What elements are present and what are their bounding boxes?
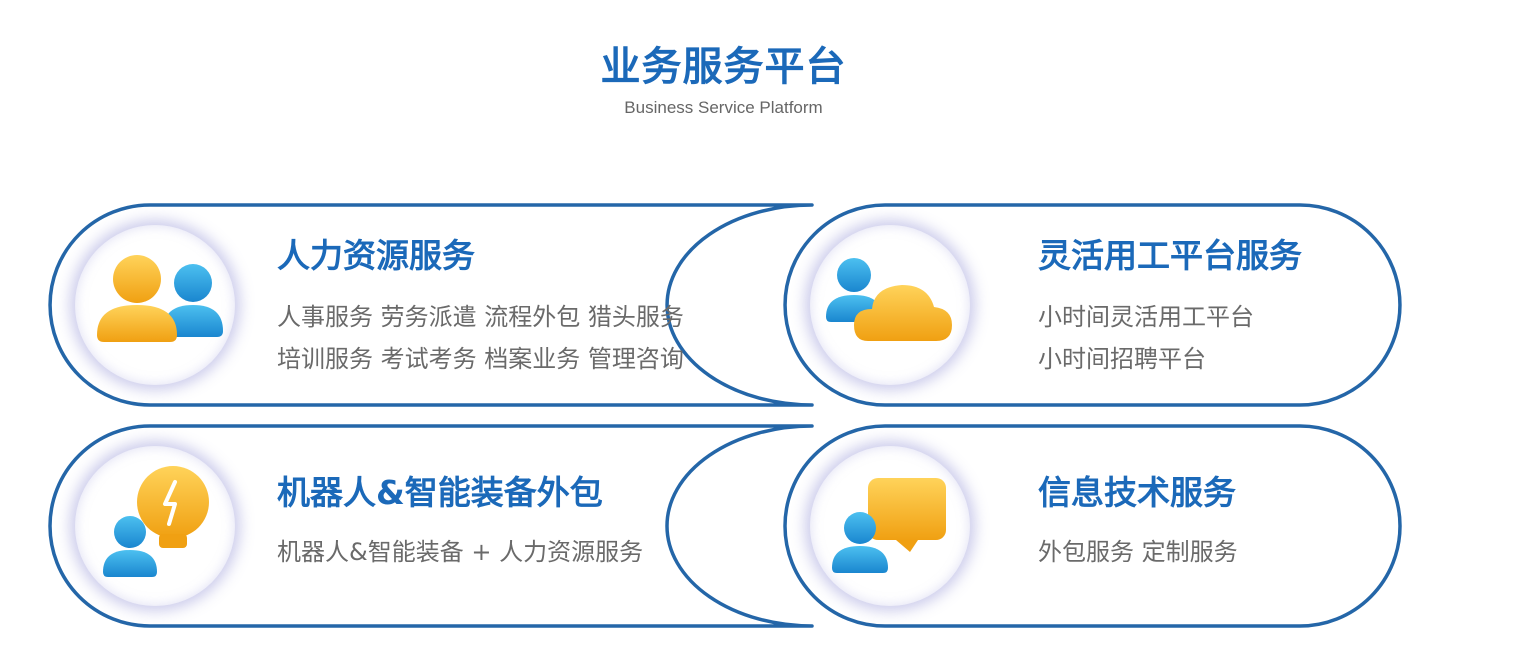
- card-robot[interactable]: 机器人&智能装备外包 机器人&智能装备 + 人力资源服务: [277, 473, 643, 573]
- card-icon-circle: [810, 446, 970, 606]
- people-icon: [97, 255, 223, 342]
- card-icon-circle: [75, 446, 235, 606]
- card-icon-circle: [75, 225, 235, 385]
- page-title: 业务服务平台: [600, 44, 847, 90]
- person-monitor-icon: [832, 478, 946, 573]
- card-line: 小时间灵活用工平台: [1038, 303, 1254, 331]
- card-icon-circle: [810, 225, 970, 385]
- card-title: 机器人&智能装备外包: [277, 473, 603, 512]
- card-frame-robot: [48, 424, 814, 628]
- card-line: 培训服务 考试考务 档案业务 管理咨询: [277, 345, 684, 373]
- card-line: 外包服务 定制服务: [1038, 538, 1238, 566]
- card-it[interactable]: 信息技术服务 外包服务 定制服务: [1038, 473, 1238, 573]
- person-cloud-icon: [826, 258, 952, 341]
- card-line: 小时间招聘平台: [1038, 345, 1206, 373]
- card-hr[interactable]: 人力资源服务 人事服务 劳务派遣 流程外包 猎头服务 培训服务 考试考务 档案业…: [277, 236, 684, 380]
- card-line: 机器人&智能装备 + 人力资源服务: [277, 538, 644, 566]
- card-line: 人事服务 劳务派遣 流程外包 猎头服务: [277, 303, 684, 331]
- card-flex[interactable]: 灵活用工平台服务 小时间灵活用工平台 小时间招聘平台: [1038, 236, 1302, 380]
- person-lightbulb-icon: [103, 466, 209, 577]
- card-title: 信息技术服务: [1038, 473, 1236, 512]
- card-title: 人力资源服务: [277, 236, 475, 275]
- page-subtitle: Business Service Platform: [624, 98, 823, 117]
- card-frame-hr: [48, 203, 814, 407]
- card-title: 灵活用工平台服务: [1038, 236, 1302, 275]
